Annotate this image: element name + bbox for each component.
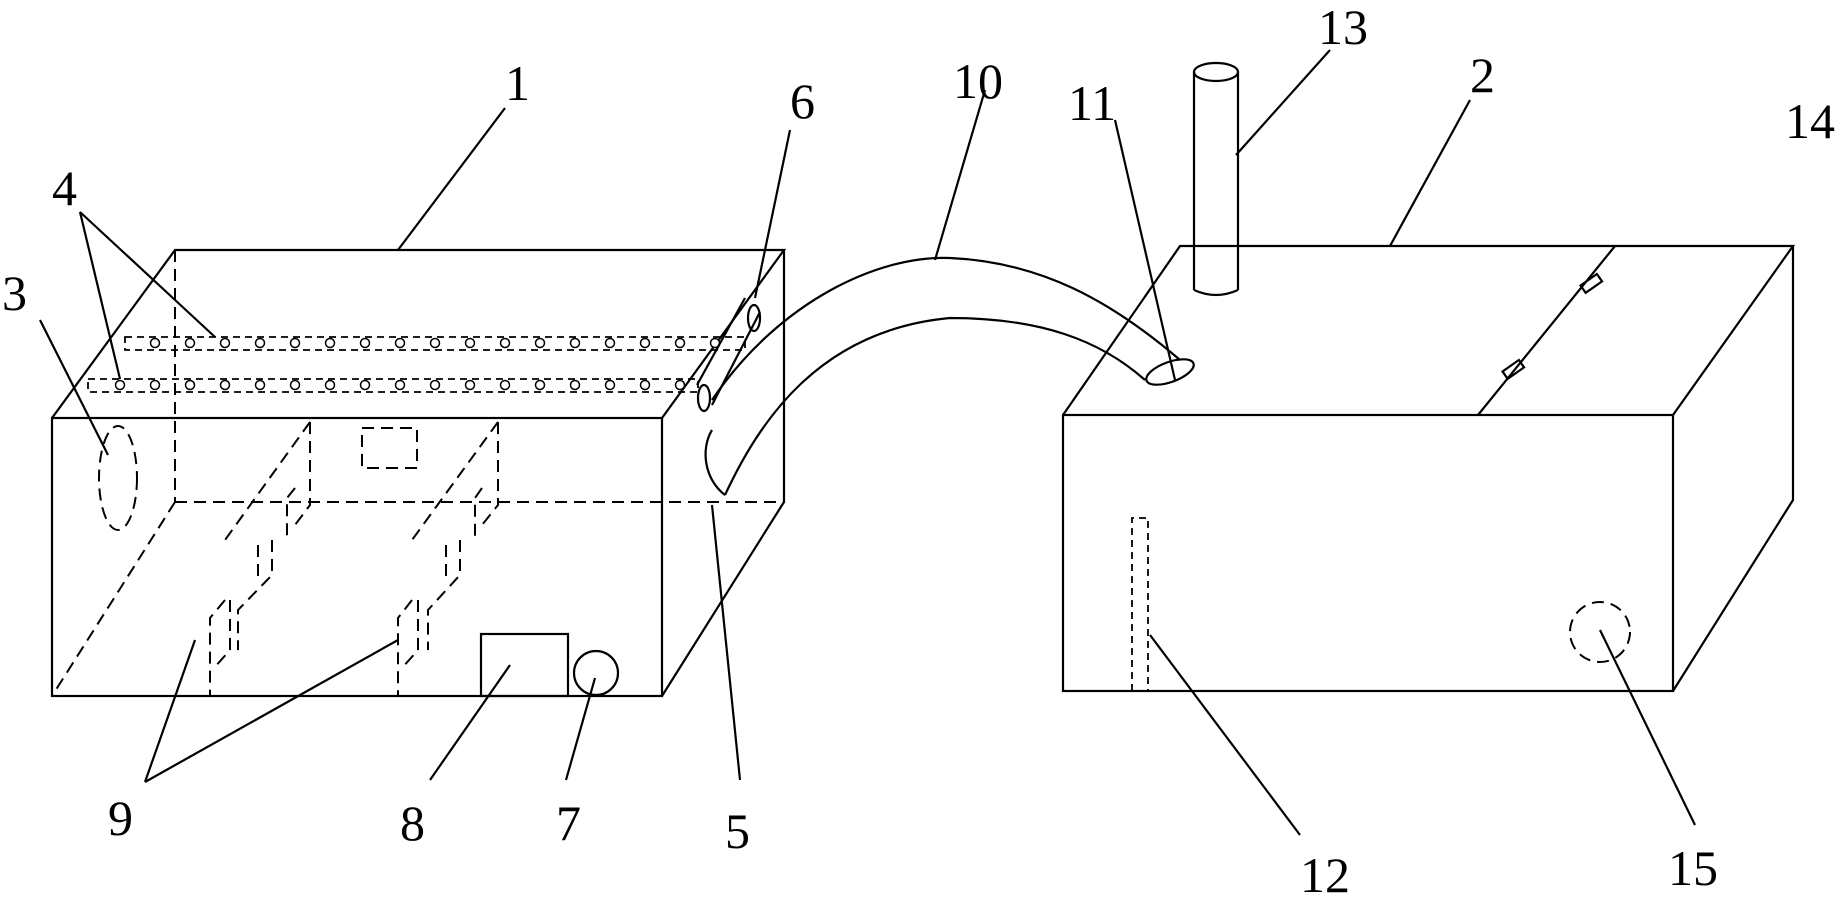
leader-4b <box>78 211 122 380</box>
spray-hole <box>184 337 196 349</box>
spray-hole <box>359 337 371 349</box>
label-12: 12 <box>1300 847 1350 903</box>
tank-2 <box>1061 244 1796 693</box>
leader-13 <box>1235 49 1331 156</box>
leader-lines <box>39 49 1696 836</box>
spray-hole <box>674 379 686 391</box>
tank-1-top-face <box>51 248 787 419</box>
leader-8 <box>429 664 511 781</box>
spray-hole <box>674 337 686 349</box>
spray-hole <box>254 337 266 349</box>
spray-hole <box>569 337 581 349</box>
spray-hole <box>219 379 231 391</box>
spray-hole <box>289 379 301 391</box>
spray-hole <box>394 379 406 391</box>
vent-pipe-13 <box>1192 61 1240 297</box>
hose-10 <box>704 256 1195 496</box>
spray-hole <box>289 337 301 349</box>
spray-hole <box>464 337 476 349</box>
spray-hole <box>569 379 581 391</box>
spray-hole <box>149 337 161 349</box>
hinge <box>1500 358 1526 381</box>
leader-4a <box>79 211 216 338</box>
spray-hole <box>639 379 651 391</box>
spray-pipes-4 <box>87 336 746 393</box>
leader-9b <box>144 639 399 783</box>
leader-11 <box>1113 119 1177 381</box>
spray-hole <box>464 379 476 391</box>
spray-pipe-lower <box>87 378 699 393</box>
label-5: 5 <box>725 803 750 859</box>
leader-6 <box>753 129 792 299</box>
tank-2-top-face <box>1062 244 1796 416</box>
leader-12 <box>1149 634 1301 836</box>
tank-2-front-face <box>1061 413 1675 693</box>
spray-hole <box>534 337 546 349</box>
label-14: 14 <box>1785 93 1835 149</box>
label-2: 2 <box>1470 47 1495 103</box>
leader-5 <box>710 504 742 781</box>
spray-hole <box>254 379 266 391</box>
label-10: 10 <box>953 53 1003 109</box>
spray-pipe-upper <box>124 336 746 351</box>
window-3 <box>98 425 138 531</box>
lid-split-line <box>1477 245 1616 416</box>
sensor-box <box>361 427 418 469</box>
leader-3 <box>39 319 109 456</box>
drain-7 <box>572 649 620 697</box>
level-gauge-12 <box>1131 517 1149 691</box>
label-9: 9 <box>108 790 133 846</box>
hinge <box>1578 272 1604 295</box>
spray-hole <box>184 379 196 391</box>
spray-hole <box>324 337 336 349</box>
label-8: 8 <box>400 795 425 851</box>
baffle-right <box>397 421 499 696</box>
tank-1-front-face <box>50 416 664 698</box>
label-7: 7 <box>556 795 581 851</box>
leader-2 <box>1389 99 1471 247</box>
spray-hole <box>429 337 441 349</box>
spray-hole <box>324 379 336 391</box>
spray-hole <box>359 379 371 391</box>
spray-hole <box>394 337 406 349</box>
leader-1 <box>397 107 506 251</box>
pump-8 <box>479 632 570 698</box>
label-4: 4 <box>52 160 77 216</box>
leader-10 <box>933 89 987 261</box>
outlet-15 <box>1569 601 1631 663</box>
spray-hole <box>499 379 511 391</box>
label-15: 15 <box>1668 840 1718 896</box>
tank-1-right-face <box>661 250 786 697</box>
tank-2-right-face <box>1672 246 1795 692</box>
spray-hole <box>429 379 441 391</box>
label-1: 1 <box>505 55 530 111</box>
leader-15 <box>1599 629 1696 826</box>
label-13: 13 <box>1318 0 1368 55</box>
tank-1-hidden-edge <box>51 501 176 697</box>
baffle-left <box>209 421 311 696</box>
spray-hole <box>499 337 511 349</box>
label-6: 6 <box>790 73 815 129</box>
leader-9a <box>143 639 197 783</box>
spray-hole <box>114 379 126 391</box>
label-11: 11 <box>1068 75 1116 131</box>
spray-hole <box>639 337 651 349</box>
spray-hole <box>604 379 616 391</box>
spray-hole <box>604 337 616 349</box>
spray-hole <box>149 379 161 391</box>
pipe-outlet-6 <box>696 297 762 413</box>
hose-end-11 <box>1145 358 1195 386</box>
label-3: 3 <box>2 265 27 321</box>
tank-1 <box>50 248 787 698</box>
spray-hole <box>534 379 546 391</box>
leader-7 <box>564 677 597 781</box>
spray-hole <box>219 337 231 349</box>
